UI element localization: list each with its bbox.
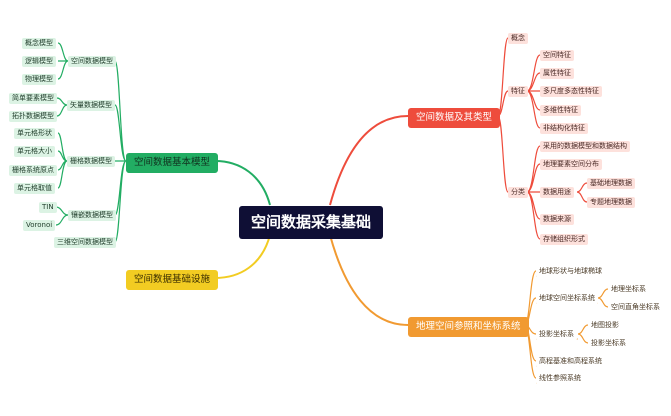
node-feature-item[interactable]: 多维性特征 bbox=[540, 105, 581, 116]
node-coord-child[interactable]: 地理坐标系 bbox=[608, 284, 649, 295]
node-coord-child[interactable]: 空间直角坐标系 bbox=[608, 302, 663, 313]
branch-spatial-data-types[interactable]: 空间数据及其类型 bbox=[408, 108, 501, 128]
node-proj-child[interactable]: 投影坐标系 bbox=[588, 338, 629, 349]
node-model-item[interactable]: 三维空间数据模型 bbox=[54, 237, 116, 248]
node-mosaic-child[interactable]: TIN bbox=[39, 202, 57, 213]
node-vector-child[interactable]: 简单要素模型 bbox=[9, 93, 57, 104]
node-concept[interactable]: 概念 bbox=[508, 33, 528, 44]
node-model-item[interactable]: 镶嵌数据模型 bbox=[68, 210, 116, 221]
node-vector-child[interactable]: 拓扑数据模型 bbox=[9, 111, 57, 122]
node-model-item[interactable]: 栅格数据模型 bbox=[67, 156, 115, 167]
node-space-child[interactable]: 概念模型 bbox=[22, 38, 56, 49]
node-classify[interactable]: 分类 bbox=[508, 187, 528, 198]
node-feature-item[interactable]: 非结构化特征 bbox=[540, 123, 588, 134]
node-feature-item[interactable]: 空间特征 bbox=[540, 50, 574, 61]
node-ref-item[interactable]: 高程基准和高程系统 bbox=[536, 356, 605, 367]
node-space-child[interactable]: 物理模型 bbox=[22, 74, 56, 85]
node-classify-item[interactable]: 存储组织形式 bbox=[540, 234, 588, 245]
branch-reference-coordinate-system[interactable]: 地理空间参照和坐标系统 bbox=[408, 317, 529, 337]
node-classify-item[interactable]: 数据来源 bbox=[540, 214, 574, 225]
node-feature[interactable]: 特征 bbox=[508, 86, 528, 97]
node-feature-item[interactable]: 多尺度多态性特征 bbox=[540, 86, 602, 97]
node-model-item[interactable]: 空间数据模型 bbox=[68, 56, 116, 67]
node-mosaic-child[interactable]: Voronoi bbox=[23, 220, 56, 231]
node-ref-item[interactable]: 投影坐标系 bbox=[536, 329, 577, 340]
node-space-child[interactable]: 逻辑模型 bbox=[22, 56, 56, 67]
node-model-item[interactable]: 矢量数据模型 bbox=[67, 100, 115, 111]
node-ref-item[interactable]: 地球形状与地球椭球 bbox=[536, 266, 605, 277]
node-classify-item[interactable]: 地理要素空间分布 bbox=[540, 159, 602, 170]
node-raster-child[interactable]: 栅格系统原点 bbox=[9, 165, 57, 176]
branch-basic-models[interactable]: 空间数据基本模型 bbox=[126, 153, 219, 173]
branch-infrastructure[interactable]: 空间数据基础设施 bbox=[126, 270, 219, 290]
node-usage-child[interactable]: 专题地理数据 bbox=[587, 197, 635, 208]
root-topic[interactable]: 空间数据采集基础 bbox=[239, 206, 384, 239]
node-feature-item[interactable]: 属性特征 bbox=[540, 68, 574, 79]
node-ref-item[interactable]: 线性参照系统 bbox=[536, 373, 584, 384]
node-raster-child[interactable]: 单元格大小 bbox=[14, 146, 55, 157]
node-classify-item[interactable]: 数据用途 bbox=[540, 187, 574, 198]
node-proj-child[interactable]: 地图投影 bbox=[588, 320, 622, 331]
node-ref-item[interactable]: 地球空间坐标系统 bbox=[536, 293, 598, 304]
node-classify-item[interactable]: 采用的数据模型和数据结构 bbox=[540, 141, 630, 152]
node-raster-child[interactable]: 单元格形状 bbox=[14, 128, 55, 139]
node-raster-child[interactable]: 单元格取值 bbox=[14, 183, 55, 194]
node-usage-child[interactable]: 基础地理数据 bbox=[587, 178, 635, 189]
